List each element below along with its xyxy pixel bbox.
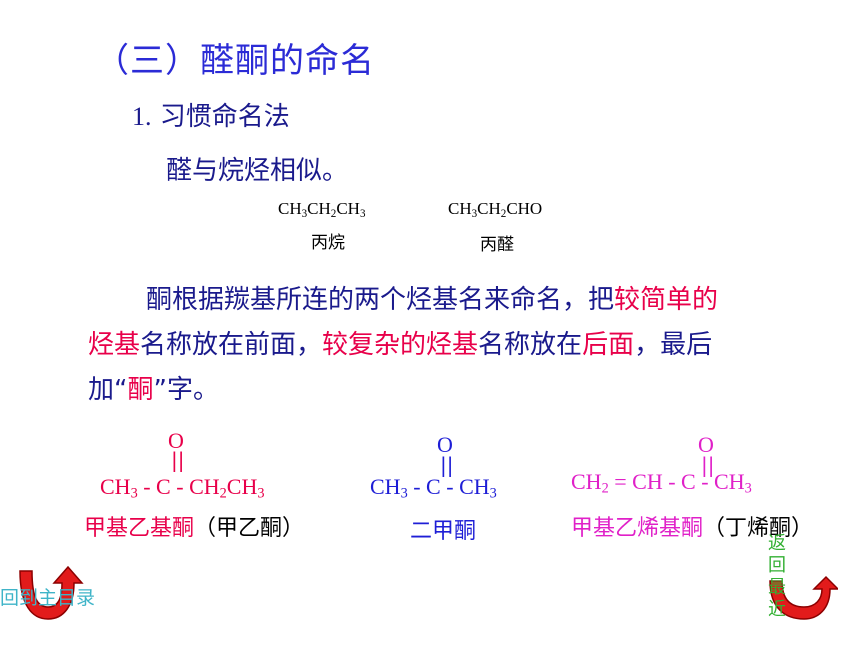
ketone2-double-bond: || [440,453,454,477]
propanal-formula: CH3CH2CHO [448,199,543,220]
ketone-rule-line3: 加“酮”字。 [88,375,219,405]
back-link[interactable]: 返回最近 [768,533,786,619]
aldehyde-intro: 醛与烷烃相似。 [166,156,349,186]
ketone1-oxygen: O [168,428,184,453]
ketone1-name: 甲基乙基酮（甲乙酮） [84,516,305,541]
home-arrow-icon[interactable] [14,565,84,623]
ketone3-name: 甲基乙烯基酮（丁烯酮） [571,516,814,541]
ketone2-name: 二甲酮 [410,519,477,544]
propane-name: 丙烷 [311,233,345,253]
ketone3-formula: CH2 = CH - C - CH3 [571,469,752,497]
propanal-name: 丙醛 [480,235,514,255]
section-number: 1. [132,102,152,131]
section-heading-text: 习惯命名法 [159,102,290,132]
page-title: （三）醛酮的命名 [95,41,375,81]
ketone2-formula: CH3 - C - CH3 [370,474,497,502]
ketone1-formula: CH3 - C - CH2CH3 [100,474,265,502]
back-arrow-icon[interactable] [766,575,838,621]
propane-formula: CH3CH2CH3 [278,199,366,220]
ketone-rule-line2: 烃基名称放在前面，较复杂的烃基名称放在后面，最后 [88,330,713,360]
ketone3-double-bond: || [701,453,715,477]
ketone1-double-bond: || [171,448,185,472]
home-link[interactable]: 回到主目录 [0,588,96,609]
section-heading: 1. 习惯命名法 [132,96,290,133]
ketone2-oxygen: O [437,432,453,457]
ketone-rule-line1: 酮根据羰基所连的两个烃基名来命名，把较简单的 [146,285,719,315]
ketone3-oxygen: O [698,432,714,457]
